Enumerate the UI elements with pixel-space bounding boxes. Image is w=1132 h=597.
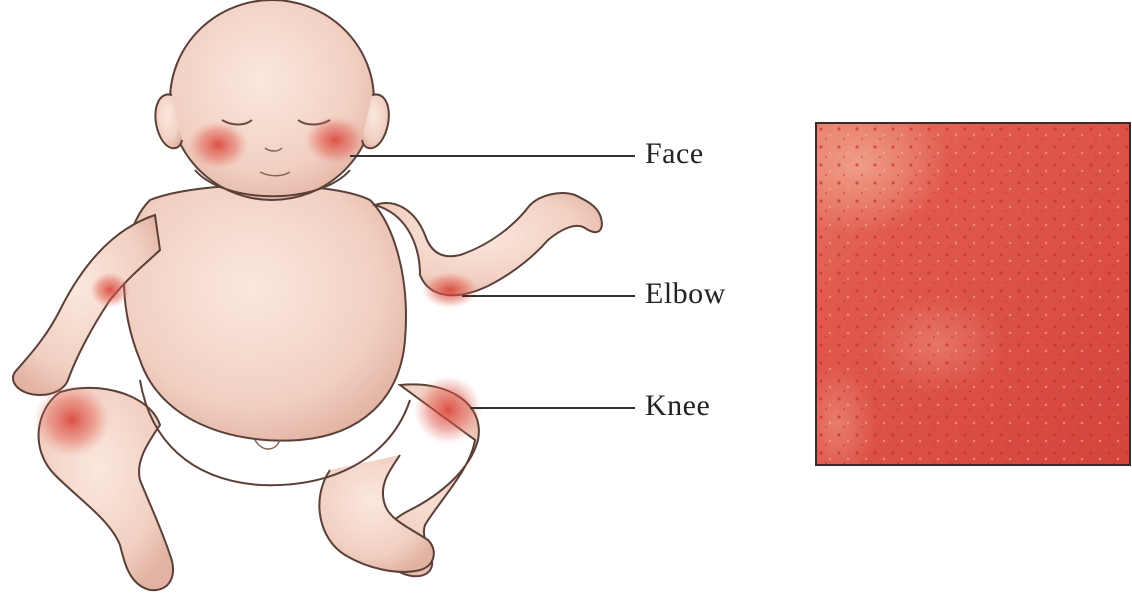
face-label: Face <box>645 139 704 169</box>
right-arm <box>375 193 602 295</box>
torso <box>124 185 406 441</box>
rash-face-left <box>188 121 248 169</box>
rash-elbow-left <box>90 272 130 308</box>
rash-knee-right <box>414 376 482 444</box>
rash-texture <box>817 124 1131 466</box>
head <box>170 0 374 200</box>
infant-illustration <box>0 0 640 597</box>
knee-leader-line <box>470 407 635 409</box>
rash-closeup-photo <box>815 122 1131 466</box>
knee-label: Knee <box>645 391 710 421</box>
rash-elbow-right <box>422 272 478 308</box>
rash-knee-left <box>34 384 110 456</box>
elbow-leader-line <box>462 295 635 297</box>
elbow-label: Elbow <box>645 279 726 309</box>
face-leader-line <box>350 155 635 157</box>
